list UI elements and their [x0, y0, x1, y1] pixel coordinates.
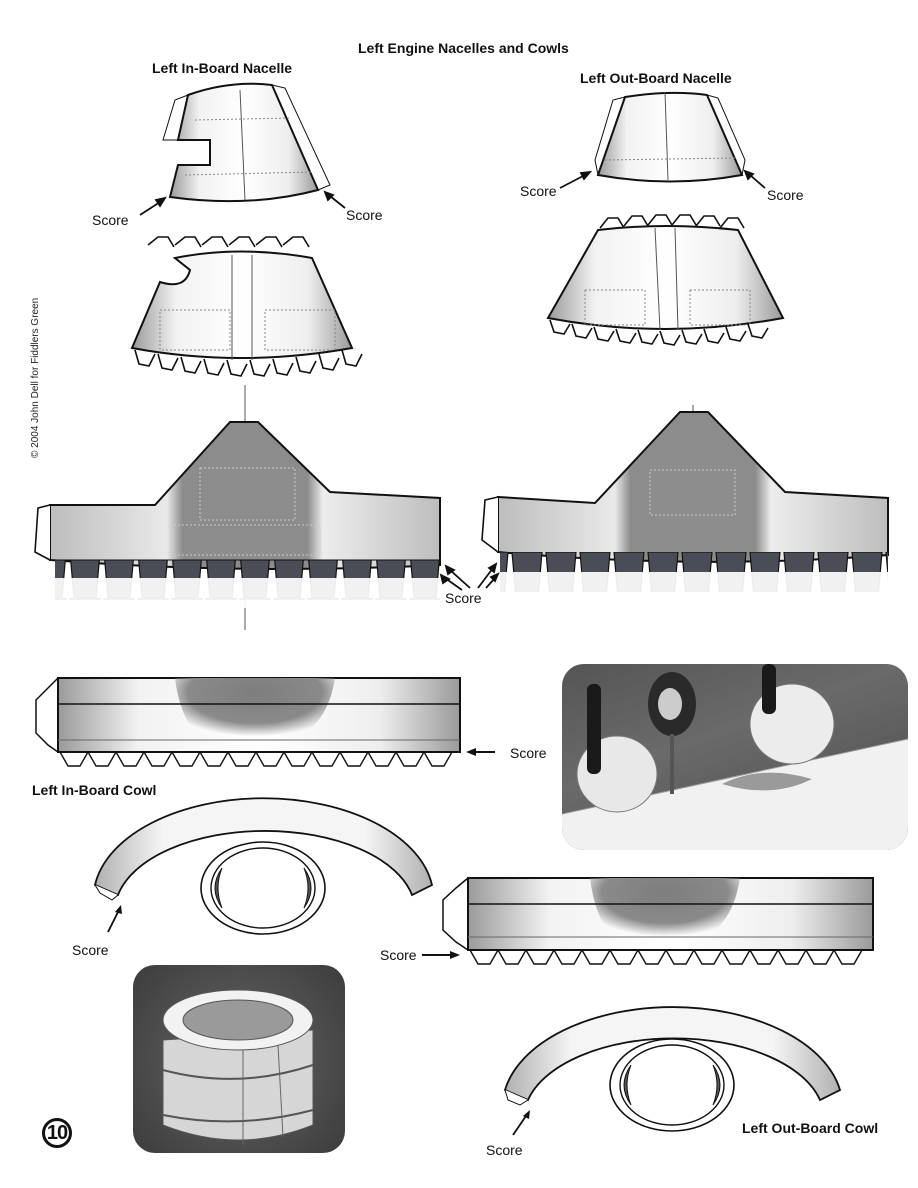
score-label: Score — [92, 212, 129, 228]
assembled-wing-nacelles-photo — [562, 664, 908, 850]
outboard-nacelle-title: Left Out-Board Nacelle — [580, 70, 732, 86]
score-label: Score — [445, 590, 482, 606]
score-label: Score — [520, 183, 557, 199]
score-label: Score — [767, 187, 804, 203]
score-label: Score — [346, 207, 383, 223]
inboard-nacelle-front-piece — [162, 82, 331, 203]
inboard-nacelle-title: Left In-Board Nacelle — [152, 60, 293, 76]
inboard-nacelle-belly — [34, 385, 441, 630]
inboard-cowl-strip — [35, 677, 495, 767]
outboard-cowl-title: Left Out-Board Cowl — [742, 1120, 879, 1136]
score-label: Score — [72, 942, 109, 958]
inboard-cowl-title: Left In-Board Cowl — [32, 782, 157, 798]
assembled-cowl-photo — [133, 965, 345, 1153]
copyright-notice: © 2004 John Dell for Fiddlers Green — [30, 297, 41, 458]
outboard-cowl-arc — [503, 1006, 842, 1136]
inboard-cowl-arc — [93, 797, 434, 935]
inboard-nacelle-rear-piece — [130, 236, 363, 377]
page-number: 10 — [42, 1118, 72, 1148]
outboard-nacelle-front-piece — [594, 91, 746, 183]
score-label: Score — [510, 745, 547, 761]
outboard-cowl-strip — [422, 877, 874, 965]
score-label: Score — [486, 1142, 523, 1158]
outboard-nacelle-belly — [481, 405, 889, 602]
outboard-nacelle-rear-piece — [546, 214, 785, 346]
score-arrows — [139, 169, 766, 591]
page-title: Left Engine Nacelles and Cowls — [358, 40, 569, 56]
score-label: Score — [380, 947, 417, 963]
